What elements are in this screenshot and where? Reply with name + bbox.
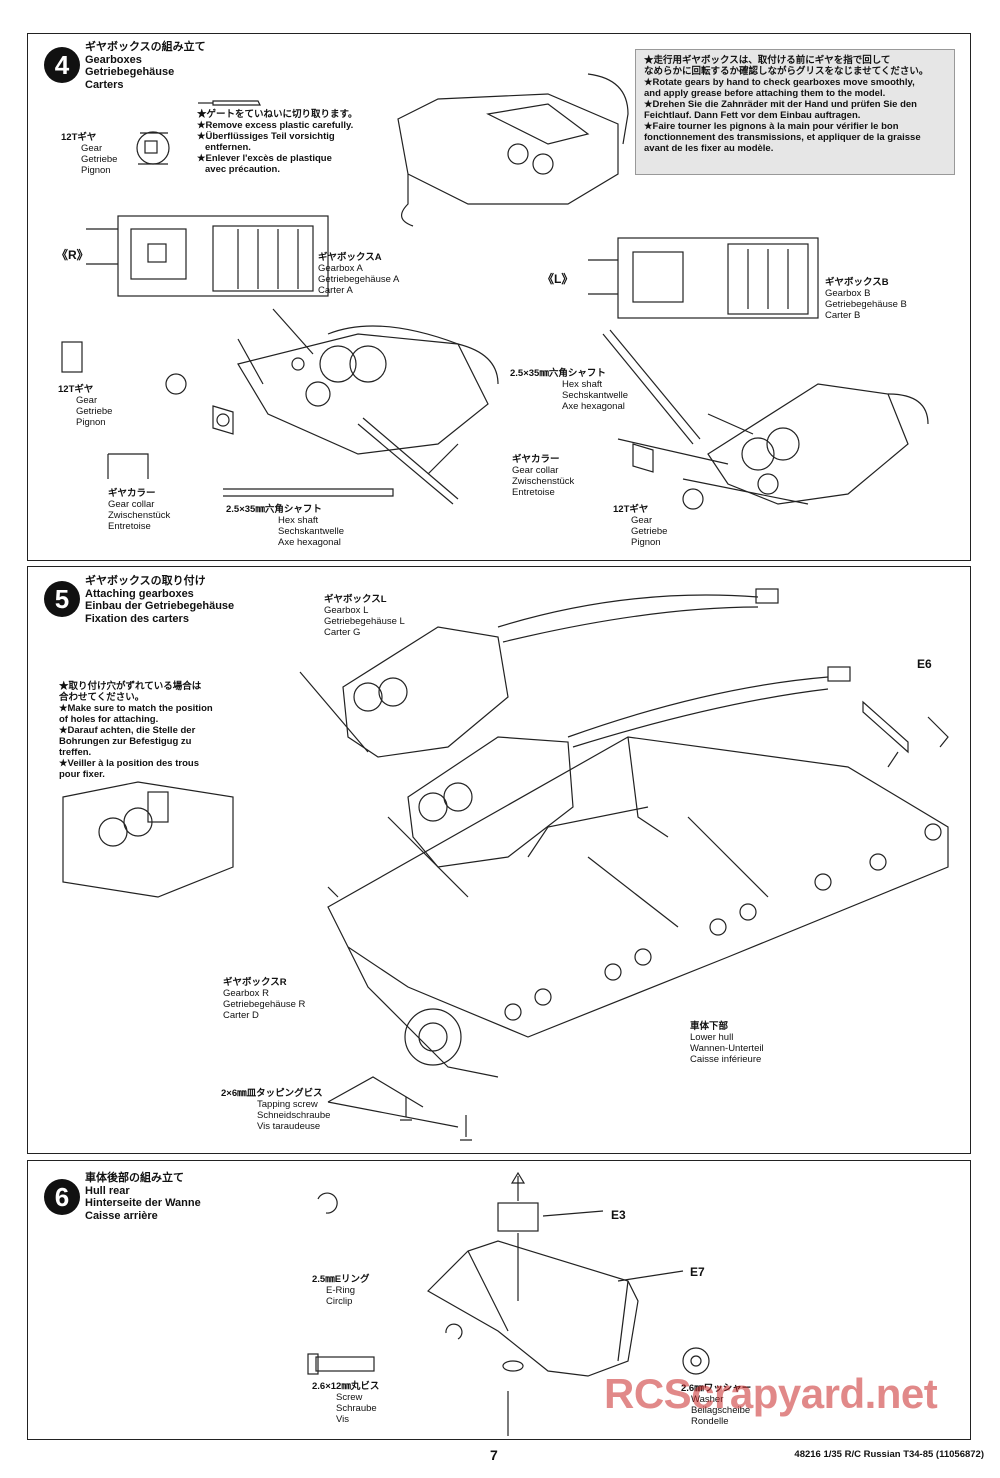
part-e6-label: E6 [917,657,932,671]
title-jp: ギヤボックスの組み立て [85,41,206,53]
gearbox-r-label: ギヤボックスR Gearbox R Getriebegehäuse R Cart… [223,977,306,1021]
lower-hull-label: 車体下部 Lower hull Wannen-Unterteil Caisse … [690,1021,764,1065]
hex-shaft-label-r: 2.5×35㎜六角シャフト Hex shaft Sechskantwelle A… [226,504,345,548]
step-5-panel: 5 ギヤボックスの取り付け Attaching gearboxes Einbau… [27,566,971,1154]
step-6-panel: 6 車体後部の組み立て Hull rear Hinterseite der Wa… [27,1160,971,1440]
step-5-number: 5 [44,581,80,617]
page-number: 7 [490,1447,498,1463]
grease-note-box: ★走行用ギヤボックスは、取付ける前にギヤを指で回して なめらかに回転するか確認し… [635,49,955,175]
title-fr: Carters [85,78,124,91]
step-5-title: ギヤボックスの取り付け Attaching gearboxes Einbau d… [85,575,235,625]
step-6-illustration [307,1171,710,1436]
hole-alignment-note: ★取り付け穴がずれている場合は 合わせてください。 ★Make sure to … [59,681,213,780]
step-4-title: ギヤボックスの組み立て Gearboxes Getriebegehäuse Ca… [85,41,206,91]
tapping-screw-label: 2×6㎜皿タッピングビス Tapping screw Schneidschrau… [221,1088,331,1132]
step-4-panel: 4 ギヤボックスの組み立て Gearboxes Getriebegehäuse … [27,33,971,561]
step-6-number: 6 [44,1179,80,1215]
watermark: RCScrapyard.net [604,1370,938,1417]
side-r-label: 《R》 [56,248,89,262]
gate-note: ★ゲートをていねいに切り取ります。 ★Remove excess plastic… [197,109,358,175]
gear-collar-label-l: ギヤカラー Gear collar Zwischenstück Entretoi… [512,454,575,498]
step-6-title: 車体後部の組み立て Hull rear Hinterseite der Wann… [85,1172,201,1222]
title-de: Getriebegehäuse [85,66,175,78]
step-5-illustration [62,588,949,1141]
e-ring-label: 2.5㎜Eリング E-Ring Circlip [312,1274,370,1307]
gear-12t-label-r: 12Tギヤ Gear Getriebe Pignon [58,384,113,428]
gear-collar-label-r: ギヤカラー Gear collar Zwischenstück Entretoi… [108,488,171,532]
washer-label: 2.6㎜ワッシャー Washer Beilagscheibe Rondelle [681,1383,752,1427]
round-screw-label: 2.6×12㎜丸ビス Screw Schraube Vis [312,1381,380,1425]
gearbox-b-label: ギヤボックスB Gearbox B Getriebegehäuse B Cart… [825,277,907,321]
footer-code: 48216 1/35 R/C Russian T34-85 (11056872) [794,1449,984,1460]
gear-12t-label-l: 12Tギヤ Gear Getriebe Pignon [613,504,668,548]
part-e7-label: E7 [690,1265,705,1279]
gearbox-a-label: ギヤボックスA Gearbox A Getriebegehäuse A Cart… [318,252,400,296]
side-l-label: 《L》 [542,272,574,286]
step-4-illustration [61,73,929,510]
step-4-number: 4 [44,47,80,83]
gear-12t-label-top: 12Tギヤ Gear Getriebe Pignon [61,132,118,176]
part-e3-label: E3 [611,1208,626,1222]
title-en: Gearboxes [85,53,142,66]
hex-shaft-label-l: 2.5×35㎜六角シャフト Hex shaft Sechskantwelle A… [510,368,629,412]
gearbox-l-label: ギヤボックスL Gearbox L Getriebegehäuse L Cart… [324,594,405,638]
